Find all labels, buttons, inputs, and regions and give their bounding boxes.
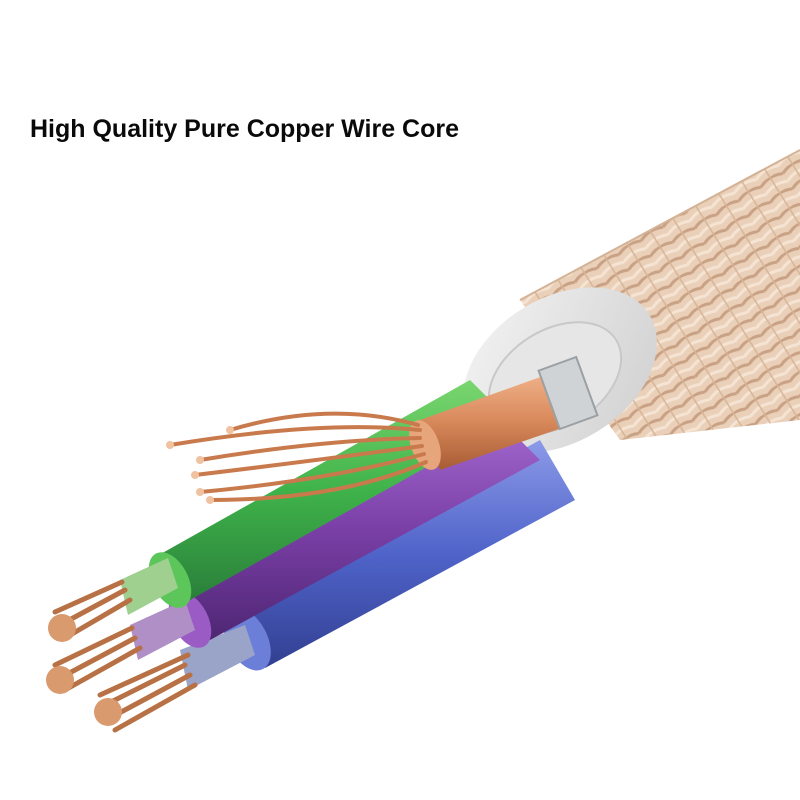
blue-insulated-wire — [94, 440, 575, 733]
copper-core-wire — [166, 355, 599, 504]
headline: High Quality Pure Copper Wire Core — [30, 115, 460, 143]
purple-insulated-wire — [46, 420, 540, 694]
